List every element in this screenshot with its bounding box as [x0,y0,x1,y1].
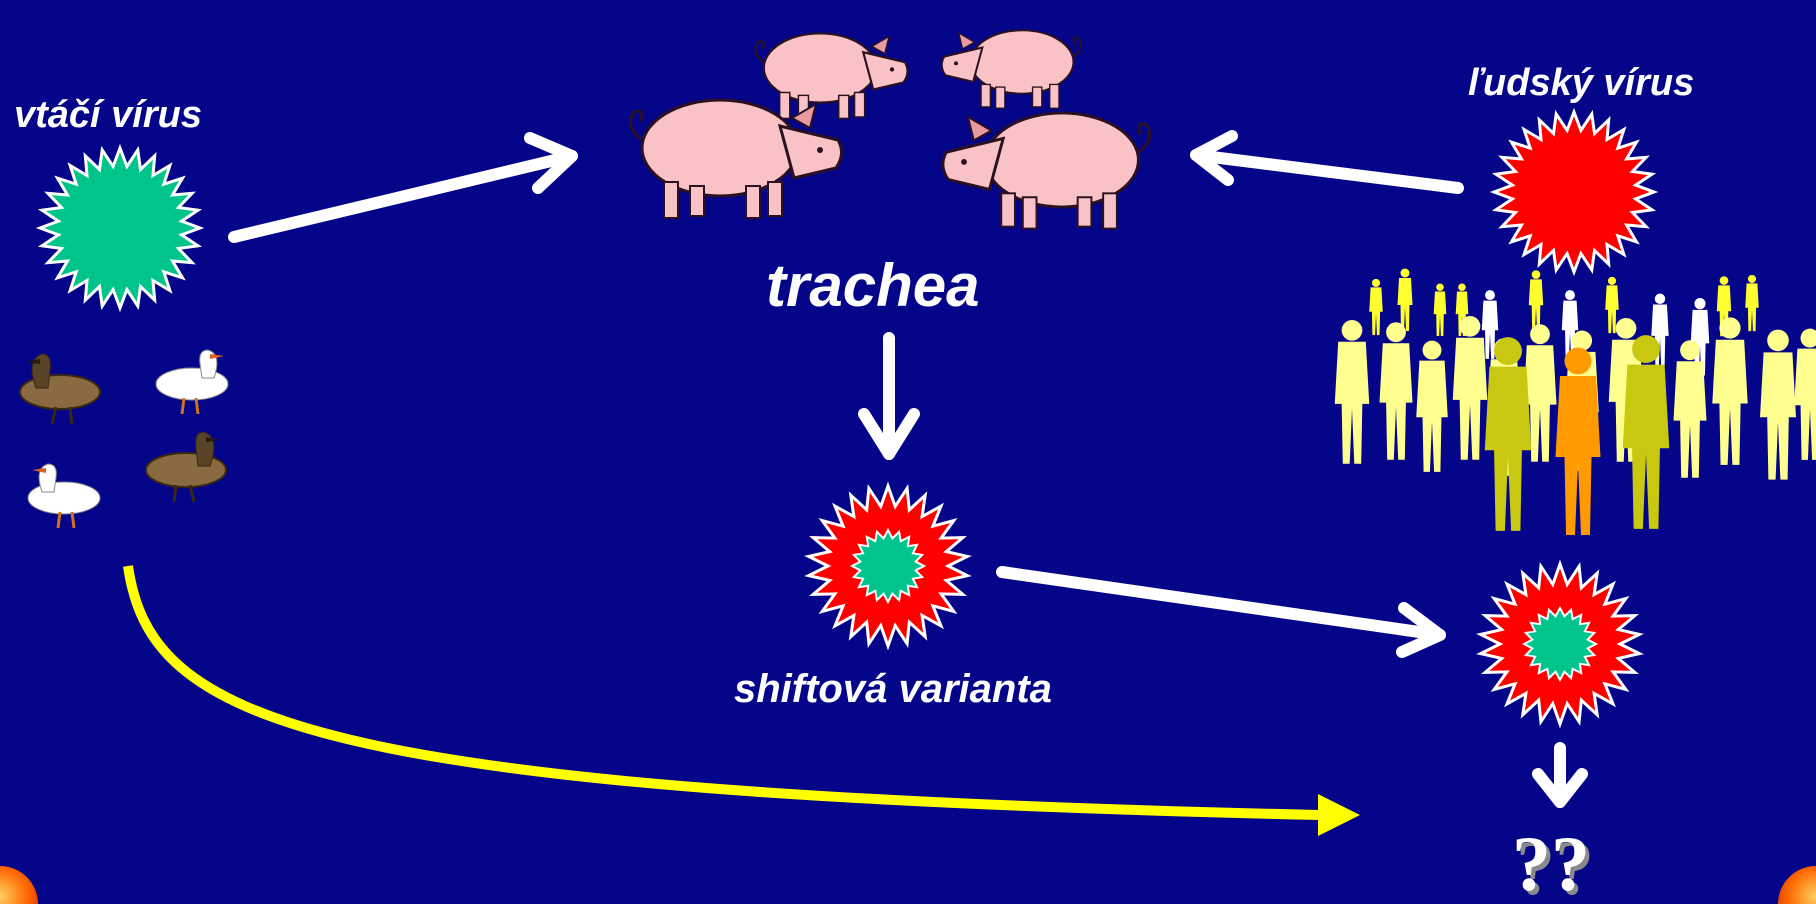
unknown-outcome-label-front: ?? [1512,820,1590,904]
goose-icon [20,354,100,424]
arrow-trachea-down [864,338,914,454]
pig-icon [756,33,908,118]
birds-group [20,350,228,528]
people-crowd [1335,269,1816,536]
arrow-human-to-pigs [1196,136,1458,188]
trachea-label: trachea [766,252,979,319]
human-virus-label: ľudský vírus [1468,62,1694,104]
duck-icon [28,464,100,528]
arrow-avian-to-pigs [234,138,572,237]
pigs-group [630,30,1149,228]
pig-icon [942,30,1081,108]
human-virus-starburst-icon [1494,112,1654,272]
arrow-shift-to-humans [1002,572,1440,652]
corner-orb-left [0,866,38,904]
arrow-outcome-down [1538,748,1582,802]
avian-virus-label: vtáčí vírus [14,94,202,136]
goose-icon [146,432,226,502]
shift-variant-label: shiftová varianta [734,667,1052,711]
pig-icon [630,100,841,218]
duck-icon [156,350,228,414]
avian-virus-starburst-icon [40,148,200,308]
pig-icon [943,113,1150,229]
corner-orb-right [1778,866,1816,904]
